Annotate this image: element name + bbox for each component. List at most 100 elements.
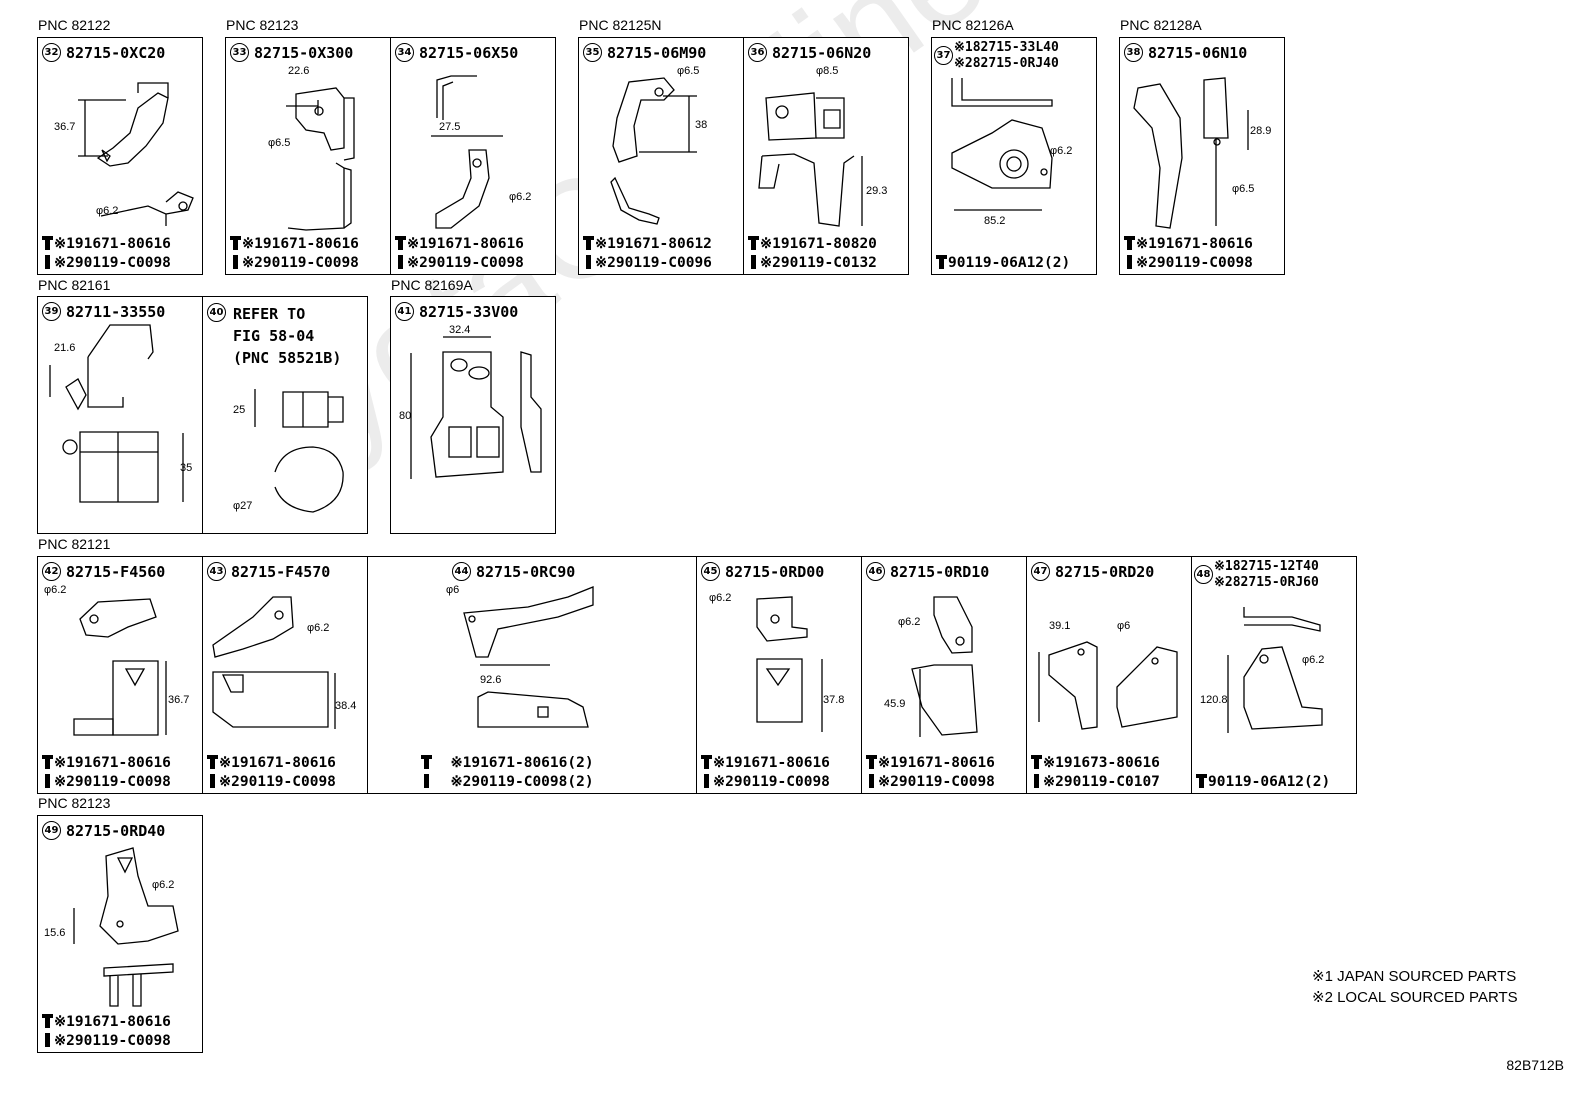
bracket-drawing: φ6 92.6	[446, 584, 594, 728]
bolt-list: ※191671-80616 ※290119-C0098	[41, 754, 171, 792]
bracket-drawing: φ6.2 38.4	[212, 596, 356, 729]
part-number-local: ※282715-0RJ60	[1214, 575, 1319, 590]
legend-local: ※2 LOCAL SOURCED PARTS	[1312, 989, 1518, 1006]
dimension-label: 28.9	[1250, 125, 1271, 137]
bolt-part: ※191671-80616	[1136, 236, 1253, 252]
dimension-label: 22.6	[288, 65, 309, 77]
bolt-list: ※191671-80616 ※290119-C0098	[1123, 235, 1253, 273]
dimension-label: 25	[233, 404, 245, 416]
bracket-drawing: φ6.2 37.8	[709, 592, 844, 732]
part-number: 82715-F4570	[231, 562, 331, 581]
part-number-japan: ※182715-33L40	[954, 40, 1059, 55]
callout-number: 37	[934, 46, 953, 65]
bolt-part: ※290119-C0096	[595, 255, 712, 271]
callout-number: 46	[866, 562, 885, 581]
dimension-label: 38	[695, 119, 707, 131]
dimension-label: φ6.2	[152, 879, 174, 891]
bolt-icon	[582, 235, 595, 250]
callout-number: 41	[395, 302, 414, 321]
bolt-part: ※191671-80616	[713, 755, 830, 771]
dimension-label: 36.7	[54, 121, 75, 133]
dimension-label: 38.4	[335, 700, 356, 712]
pnc-label: PNC 82123	[226, 17, 299, 33]
bolt-part: ※191671-80616	[219, 755, 336, 771]
part-number: 82715-06M90	[607, 43, 707, 62]
nut-icon	[420, 773, 433, 788]
part-panel-40[interactable]: 40 REFER TO FIG 58-04 (PNC 58521B) 25 φ2…	[202, 296, 368, 534]
callout-number: 43	[207, 562, 226, 581]
bracket-drawing: φ8.5 29.3	[758, 65, 887, 227]
bracket-drawing: 27.5 φ6.2	[431, 75, 531, 229]
dimension-label: 35	[180, 462, 192, 474]
figure-code: 82B712B	[1506, 1057, 1564, 1073]
bolt-icon	[394, 235, 407, 250]
part-number: 82715-0RD40	[66, 821, 166, 840]
bracket-drawing: 25 φ27	[233, 389, 344, 513]
bolt-list: ※191671-80616 ※290119-C0098	[229, 235, 359, 273]
bolt-list: ※191671-80616(2) ※290119-C0098(2)	[420, 754, 594, 792]
bracket-drawing: φ6.2 15.6	[44, 847, 179, 1007]
callout-number: 48	[1194, 565, 1213, 584]
bolt-list: ※191673-80616 ※290119-C0107	[1030, 754, 1160, 792]
bolt-list: ※191671-80616 ※290119-C0098	[700, 754, 830, 792]
callout-number: 32	[42, 43, 61, 62]
nut-icon	[41, 773, 54, 788]
part-number: 82715-33V00	[419, 302, 519, 321]
nut-icon	[206, 773, 219, 788]
part-panel-37[interactable]: 37 ※182715-33L40※282715-0RJ40 φ6.2 85.2 …	[931, 37, 1097, 275]
dimension-label: 21.6	[54, 342, 75, 354]
bolt-icon	[229, 235, 242, 250]
dimension-label: 39.1	[1049, 620, 1070, 632]
part-number: 82715-F4560	[66, 562, 166, 581]
dimension-label: φ6.2	[509, 191, 531, 203]
bolt-part: ※290119-C0132	[760, 255, 877, 271]
bracket-drawing: φ6.2 36.7	[44, 584, 189, 736]
callout-number: 39	[42, 302, 61, 321]
nut-icon	[41, 254, 54, 269]
bracket-drawing: 32.4 80	[399, 324, 542, 479]
pnc-label: PNC 82122	[38, 17, 111, 33]
bolt-part: ※191671-80616	[54, 755, 171, 771]
dimension-label: 80	[399, 410, 411, 422]
dimension-label: 37.8	[823, 694, 844, 706]
part-header: 41 82715-33V00	[395, 302, 518, 321]
bolt-icon	[206, 754, 219, 769]
bolt-part: ※191671-80616(2)	[450, 755, 594, 771]
dimension-label: φ6.2	[44, 584, 66, 596]
bracket-drawing: 36.7 φ6.2	[54, 82, 194, 226]
pnc-label: PNC 82123	[38, 795, 111, 811]
bracket-drawing: φ6.2 120.8	[1200, 607, 1324, 733]
part-panel-48[interactable]: 48 ※182715-12T40※282715-0RJ60 φ6.2 120.8…	[1191, 556, 1357, 794]
nut-icon	[394, 254, 407, 269]
nut-icon	[41, 1032, 54, 1047]
nut-icon	[1030, 773, 1043, 788]
bracket-drawing: 21.6 35	[49, 324, 192, 503]
bolt-part: ※191671-80612	[595, 236, 712, 252]
dimension-label: φ6	[446, 584, 459, 596]
callout-number: 36	[748, 43, 767, 62]
bolt-icon	[935, 254, 948, 269]
dimension-label: φ6.2	[307, 622, 329, 634]
part-panel-41[interactable]: 41 82715-33V00 32.4 80	[390, 296, 556, 534]
part-number: 82715-0RD20	[1055, 562, 1155, 581]
